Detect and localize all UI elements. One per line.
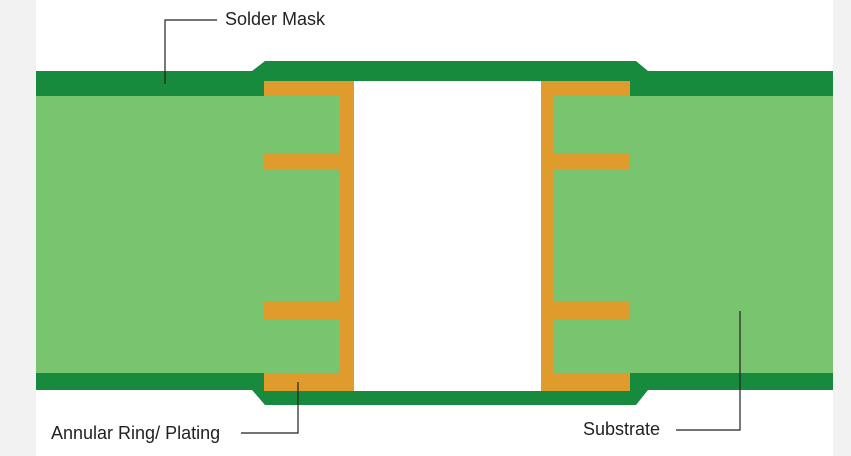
annular-ring-leader [241,382,299,434]
plating-barrel-right [541,81,554,391]
solder-mask-top [36,61,833,96]
substrate-core-right [554,96,630,373]
plating-barrel-left [340,81,354,391]
annular-ring-top-left [264,81,354,96]
substrate-label: Substrate [583,419,661,439]
annular-ring-top-right [541,81,630,96]
inner-pad-left-2 [264,301,354,319]
annular-ring-bottom-right [541,373,630,391]
substrate-core-left [264,96,340,373]
inner-pad-left-1 [264,153,354,170]
substrate-leader [676,311,741,431]
annular-ring-label: Annular Ring/ Plating [51,423,221,443]
annular-ring-bottom-left [264,373,354,391]
drilled-hole [354,81,541,391]
substrate-right [630,96,833,373]
substrate-left [36,96,264,373]
solder-mask-leader [164,19,217,84]
inner-pad-right-2 [541,301,630,319]
solder-mask-label: Solder Mask [225,9,326,29]
inner-pad-right-1 [541,153,630,170]
